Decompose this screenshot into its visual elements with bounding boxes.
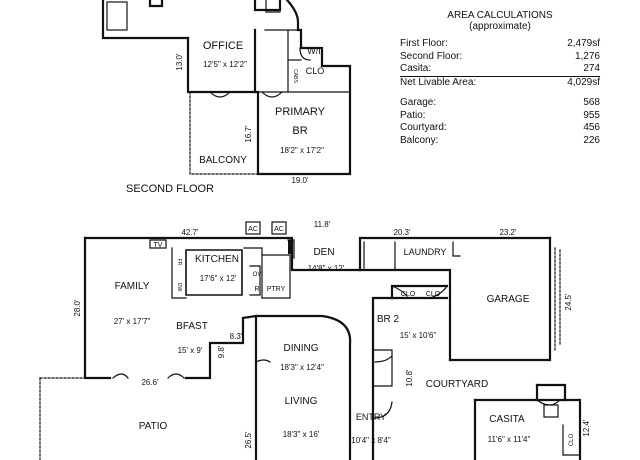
closet-label-1: CLO [401,291,416,298]
area-row-garage: Garage: 568 [400,97,600,110]
entry-dims: 10'4" x 8'4" [351,436,391,445]
area-row-first-floor: First Floor: 2,479sf [400,38,600,51]
balcony-label: BALCONY [199,155,247,166]
bfast-label: BFAST [176,321,208,332]
living-label: LIVING [285,396,318,407]
second-floor-heading: SECOND FLOOR [126,183,214,195]
den-dims: 14'8" x 12' [308,264,345,273]
kitchen-dims: 17'6" x 12' [200,274,237,283]
area-value: 274 [583,63,600,74]
cabinets-label: CABS [292,69,298,83]
primary-label-br: BR [292,125,307,137]
second-floor-inner [106,0,351,175]
area-row-patio: Patio: 955 [400,110,600,123]
family-dims: 27' x 17'7" [114,317,151,326]
pantry-label: PTRY [267,286,286,293]
area-label: Balcony: [400,134,439,146]
area-row-courtyard: Courtyard: 456 [400,122,600,135]
primary-label: PRIMARY [275,106,326,118]
area-subtitle: (approximate) [469,21,531,32]
casita-closet-label: CLO [569,434,575,447]
first-floor-inner [39,221,581,460]
dim-11-8: 11.8' [314,220,331,229]
bfast-dims: 15' x 9' [178,346,203,355]
area-label: First Floor: [400,38,448,49]
area-value: 1,276 [574,50,600,62]
area-label: Net Livable Area: [400,76,477,88]
garage-label: GARAGE [487,294,530,305]
office-dims: 12'5" x 12'2" [203,60,247,69]
living-dims: 18'3" x 16' [283,430,320,439]
oven-label: OV [253,272,262,278]
second-floor-walls [101,0,352,176]
den-label: DEN [313,247,334,258]
dim-8-3: 8.3' [230,332,243,341]
dim-20-3: 20.3' [393,228,411,237]
dim-26-5: 26.5' [244,431,253,449]
wic-label: W/I [307,46,321,56]
dining-dims: 18'3" x 12'4" [280,363,324,372]
dim-28: 28.0' [73,299,82,317]
fridge-label: FR [176,259,182,266]
dim-42-7: 42.7' [181,228,199,237]
casita-label: CASITA [489,414,525,425]
dishwasher-label: DW [176,283,182,292]
laundry-label: LAUNDRY [404,247,447,257]
area-calculations-table: AREA CALCULATIONS (approximate) First Fl… [400,10,600,147]
area-row-second-floor: Second Floor: 1,276 [400,51,600,64]
closet-label-2: CLO [426,291,441,298]
area-title: AREA CALCULATIONS [447,10,553,21]
ac-label-2: AC [274,226,284,233]
refrigerator-label: R [254,286,259,293]
ac-label-1: AC [248,226,258,233]
family-label: FAMILY [115,281,150,292]
area-label: Second Floor: [400,50,463,62]
tv-label: TV [154,242,163,249]
br2-dims: 15' x 10'6" [400,331,437,340]
entry-label: ENTRY [356,412,386,422]
office-label: OFFICE [203,40,243,52]
courtyard-label: COURTYARD [426,379,488,390]
area-value: 226 [583,134,600,146]
casita-dims: 11'6" x 11'4" [488,435,531,444]
dim-13: 13.0' [175,53,184,71]
br2-label: BR 2 [377,314,400,325]
dim-24-5: 24.5' [564,293,573,311]
area-value: 456 [583,122,600,133]
dim-12-4: 12.4' [582,419,591,437]
area-value: 568 [583,97,600,108]
kitchen-label: KITCHEN [195,254,239,265]
primary-dims: 18'2" x 17'2" [280,146,324,155]
area-value: 955 [583,109,600,121]
dim-10-8: 10.8' [405,369,414,387]
dim-16-7: 16.7' [244,125,253,143]
area-value: 2,479sf [567,38,600,49]
dim-19: 19.0' [291,176,309,185]
closet-label: CLO [306,66,325,76]
dining-label: DINING [284,343,319,354]
dim-9-8: 9.8' [217,345,226,358]
area-row-balcony: Balcony: 226 [400,135,600,148]
area-row-casita: Casita: 274 [400,63,600,77]
patio-label: PATIO [139,421,168,432]
first-floor-walls [83,236,582,460]
area-label: Courtyard: [400,122,447,133]
area-label: Patio: [400,109,426,121]
area-value: 4,029sf [567,76,600,88]
dim-23-2: 23.2' [499,228,517,237]
area-row-net-livable: Net Livable Area: 4,029sf [400,77,600,90]
area-label: Garage: [400,97,437,108]
dim-26-6: 26.6' [141,378,159,387]
area-label: Casita: [400,63,432,74]
